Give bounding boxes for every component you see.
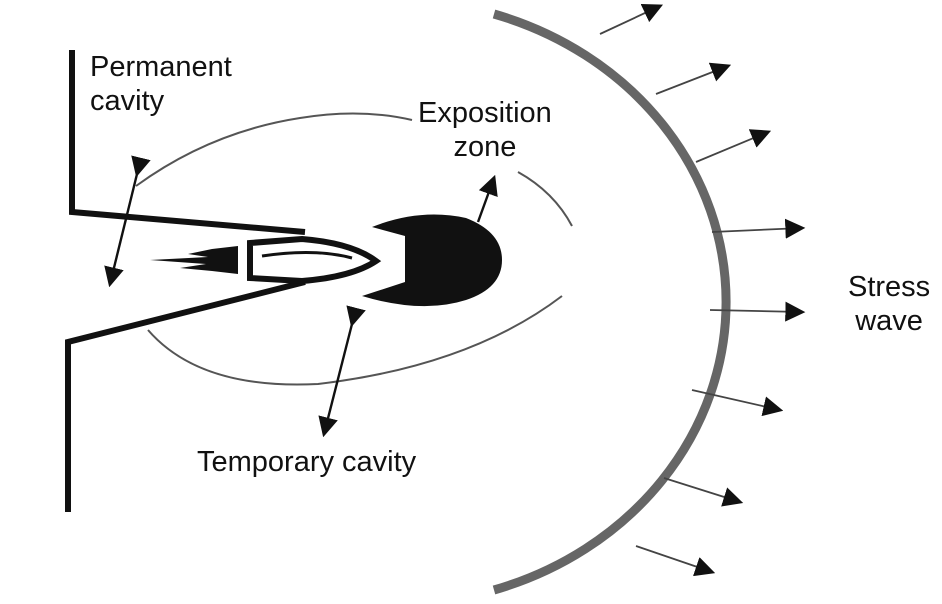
- permanent-cavity-arrow: [110, 174, 137, 284]
- exposition-zone-arrow: [478, 178, 494, 222]
- exposition-zone-label-line1: Exposition: [418, 96, 552, 130]
- stress-wave-label-line2: wave: [848, 304, 930, 338]
- stress-wave-arrow: [600, 6, 660, 34]
- stress-wave-label: Stress wave: [848, 270, 930, 338]
- stress-wave-arrow: [656, 66, 728, 94]
- permanent-cavity-label: Permanent cavity: [90, 50, 232, 118]
- temporary-cavity-label: Temporary cavity: [197, 445, 416, 479]
- exposition-zone-label-line2: zone: [418, 130, 552, 164]
- exposition-zone-blob: [362, 215, 502, 307]
- stress-wave-label-line1: Stress: [848, 270, 930, 304]
- stress-wave-arrow: [712, 228, 802, 232]
- bullet-body: [250, 239, 376, 281]
- permanent-cavity-label-line1: Permanent: [90, 50, 232, 84]
- exposition-envelope-curve: [518, 172, 572, 226]
- upper-envelope-curve: [136, 113, 412, 186]
- lower-envelope-curve: [148, 296, 562, 385]
- bullet: [150, 239, 376, 281]
- stress-wave-arrow: [664, 478, 740, 502]
- exposition-zone-label: Exposition zone: [418, 96, 552, 164]
- stress-wave-arrow: [636, 546, 712, 572]
- stress-wave-arrow: [696, 132, 768, 162]
- bullet-tail-flame: [150, 246, 238, 274]
- permanent-cavity-label-line2: cavity: [90, 84, 232, 118]
